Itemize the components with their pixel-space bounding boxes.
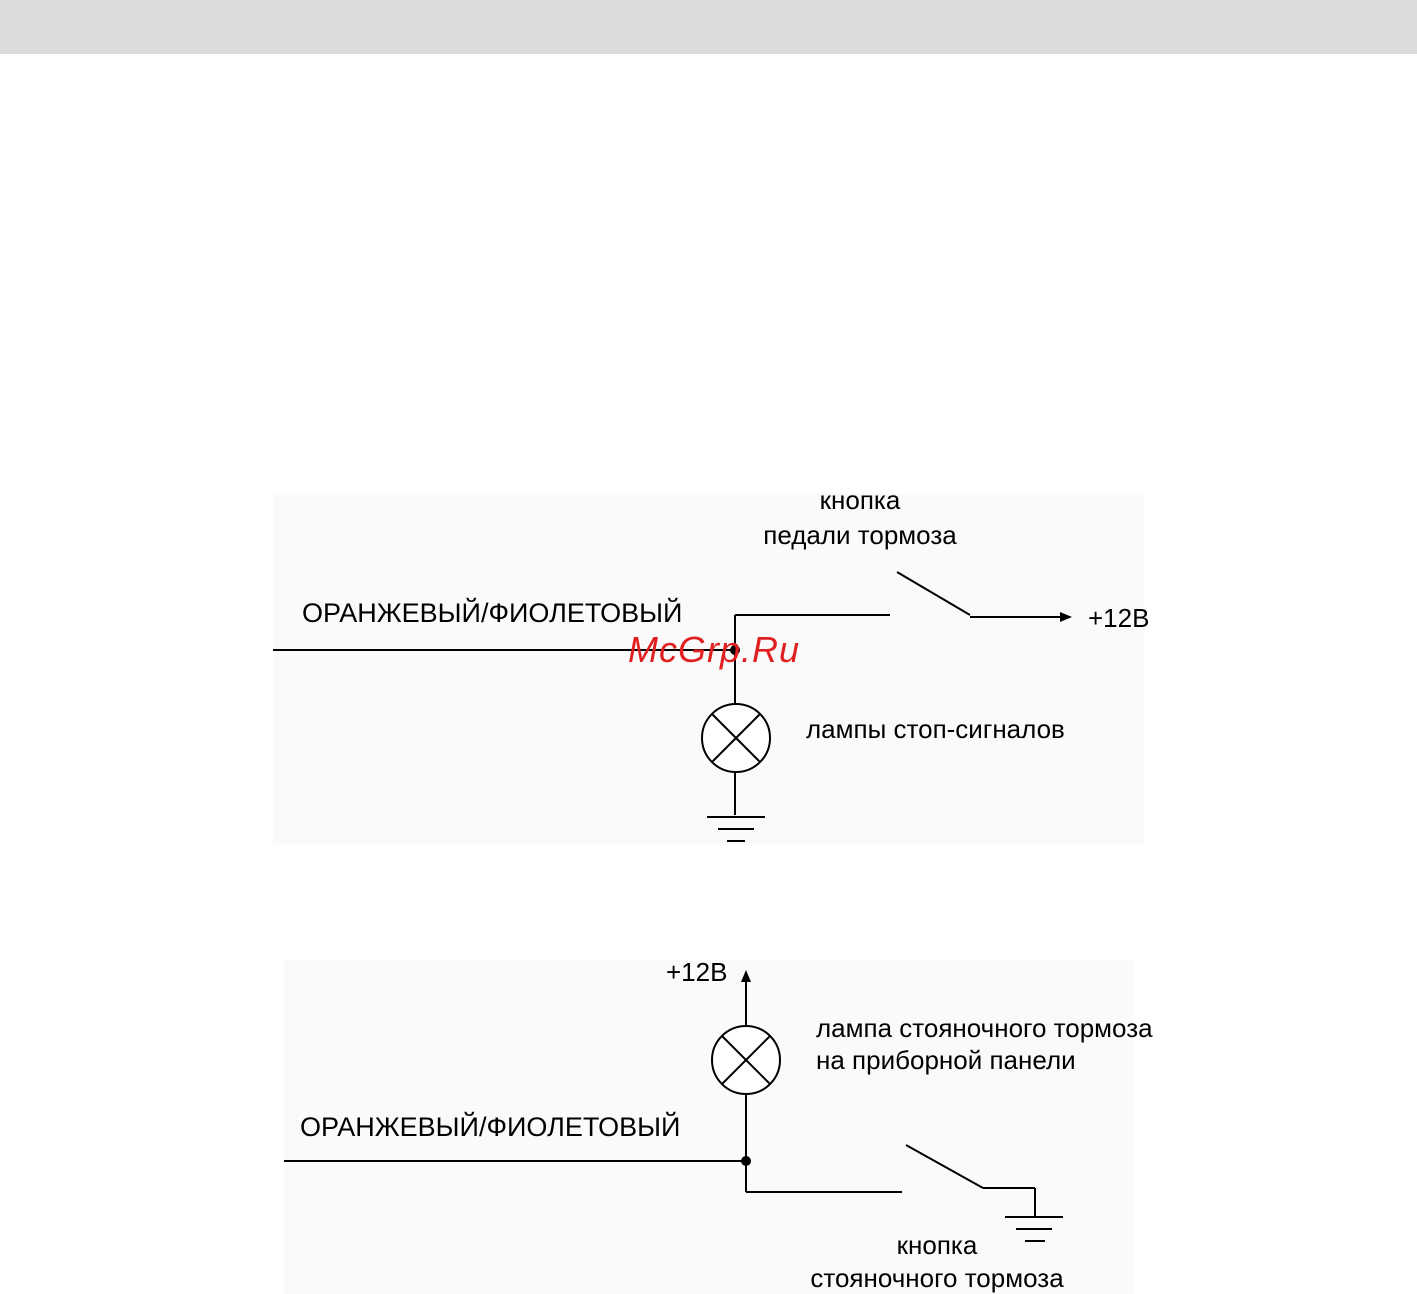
lamp-label: лампы стоп-сигналов <box>806 714 1065 744</box>
wire-label: ОРАНЖЕВЫЙ/ФИОЛЕТОВЫЙ <box>302 597 682 628</box>
supply-label: +12В <box>666 957 727 987</box>
stop-lamp-icon <box>702 704 770 772</box>
switch-label-line1: кнопка <box>897 1230 978 1260</box>
switch-contact-arm <box>906 1145 983 1188</box>
switch-label-line2: педали тормоза <box>763 520 957 550</box>
dash-lamp-icon <box>712 1026 780 1094</box>
switch-label-line2: стояночного тормоза <box>810 1263 1064 1293</box>
lamp-label-line2: на приборной панели <box>816 1045 1076 1075</box>
wire-label: ОРАНЖЕВЫЙ/ФИОЛЕТОВЫЙ <box>300 1111 680 1142</box>
junction-dot <box>741 1156 751 1166</box>
watermark: McGrp.Ru <box>628 629 800 670</box>
lamp-label-line1: лампа стояночного тормоза <box>816 1013 1153 1043</box>
switch-label-line1: кнопка <box>820 485 901 515</box>
switch-contact-arm <box>897 572 970 615</box>
supply-label: +12В <box>1088 603 1149 633</box>
